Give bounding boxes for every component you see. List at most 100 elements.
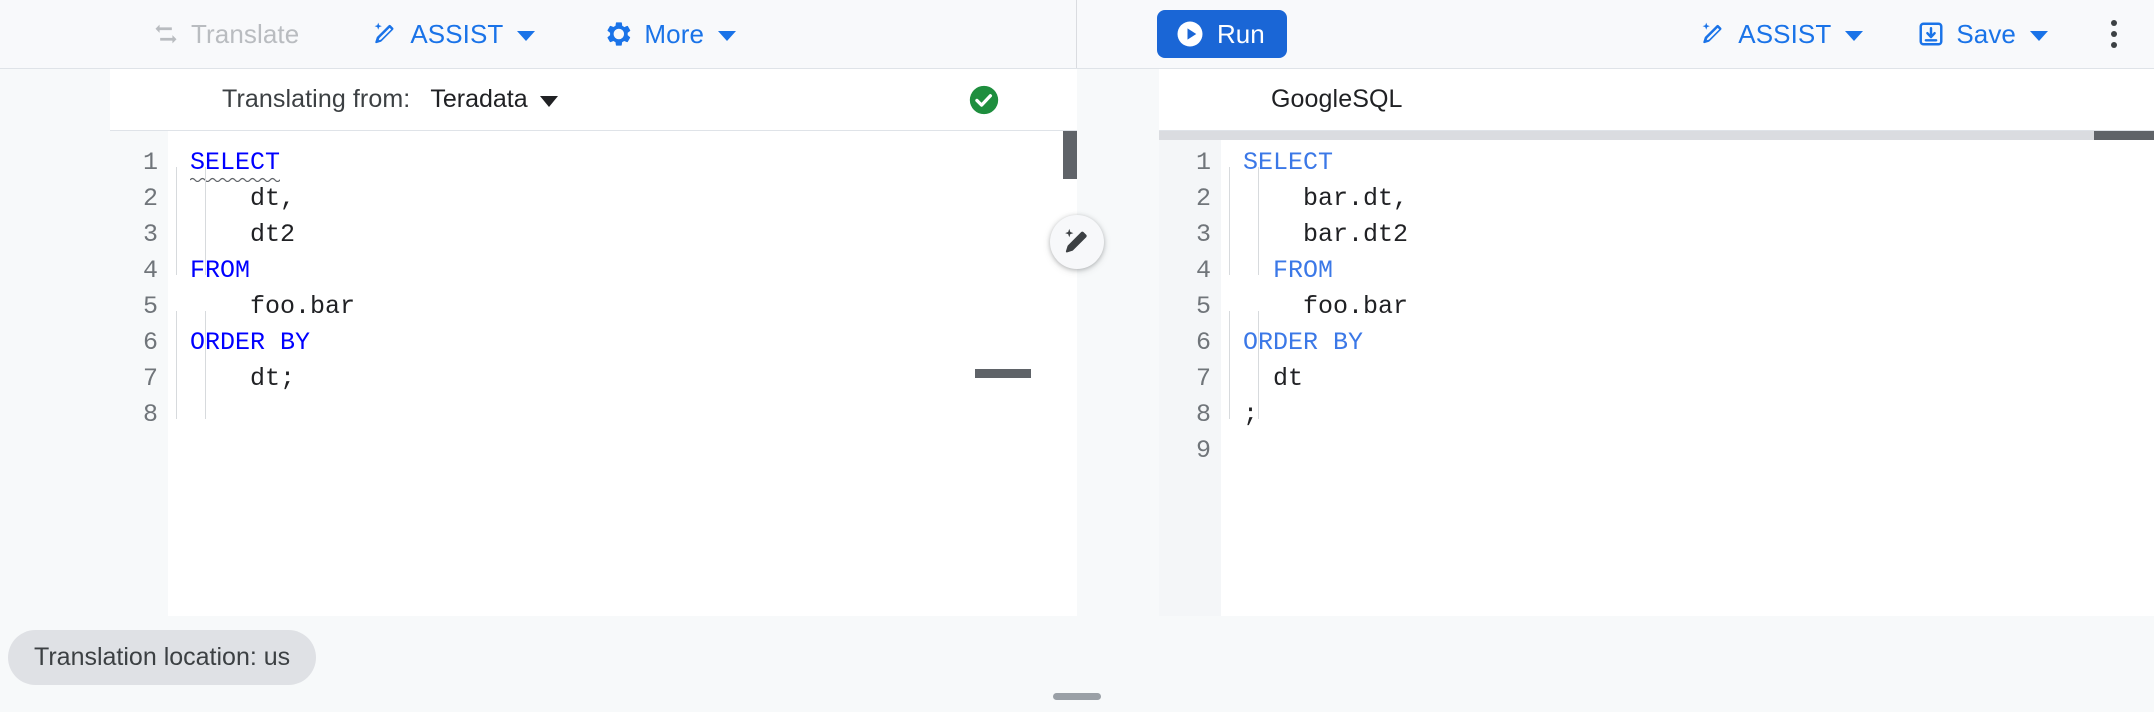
more-button[interactable]: More — [593, 12, 748, 56]
more-button-label: More — [644, 18, 705, 49]
sql-keyword: ORDER BY — [190, 328, 311, 357]
target-language-label: GoogleSQL — [1271, 85, 1403, 113]
kebab-dot — [2111, 42, 2117, 48]
indent-guide — [205, 311, 206, 419]
indent-guide — [1258, 167, 1259, 275]
sql-keyword: FROM — [190, 256, 251, 285]
code-line: dt2 — [190, 217, 1077, 253]
inline-assist-button[interactable] — [1050, 215, 1104, 269]
code-line: bar.dt, — [1243, 181, 2154, 217]
kebab-dot — [2111, 31, 2117, 37]
translation-location-chip: Translation location: us — [8, 630, 317, 685]
line-number: 1 — [142, 148, 158, 177]
line-number: 4 — [142, 256, 158, 285]
code-line: FROM — [1243, 253, 2154, 289]
chevron-down-icon — [539, 96, 558, 107]
magic-wand-icon — [1061, 226, 1093, 258]
line-number: 2 — [142, 184, 158, 213]
sql-text: bar.dt, — [1243, 184, 1409, 213]
source-language-select[interactable]: Teradata — [430, 85, 558, 114]
save-icon — [1917, 20, 1945, 48]
kebab-menu-icon[interactable] — [2090, 10, 2138, 58]
code-line — [1243, 433, 2154, 469]
sql-keyword: FROM — [1243, 256, 1334, 285]
line-number: 2 — [1195, 184, 1211, 213]
line-number: 7 — [1195, 364, 1211, 393]
swap-arrows-icon — [152, 20, 180, 48]
assist-right-button-label: ASSIST — [1738, 18, 1832, 49]
code-line: SELECT — [1243, 145, 2154, 181]
chevron-down-icon — [1845, 30, 1864, 41]
source-pane-header: Translating from: Teradata — [110, 69, 1077, 131]
toolbar-right-actions: ASSIST Save — [1687, 0, 2138, 68]
chevron-down-icon — [517, 30, 536, 41]
code-line: ORDER BY — [1243, 325, 2154, 361]
line-number: 5 — [142, 292, 158, 321]
run-button[interactable]: Run — [1157, 10, 1287, 58]
code-line: SELECT — [190, 145, 1077, 182]
assist-left-button[interactable]: ASSIST — [359, 12, 547, 56]
target-scrollbar-track — [1159, 131, 2154, 140]
code-line: dt — [1243, 361, 2154, 397]
sql-keyword: SELECT — [190, 148, 281, 177]
line-number: 6 — [142, 328, 158, 357]
resize-handle[interactable] — [1053, 693, 1101, 700]
source-horizontal-scrollbar[interactable] — [975, 369, 1031, 378]
magic-wand-icon — [1699, 20, 1727, 48]
translating-from-label: Translating from: — [222, 85, 411, 113]
error-squiggle — [190, 177, 281, 182]
chevron-down-icon — [718, 30, 737, 41]
sql-text: bar.dt2 — [1243, 220, 1409, 249]
line-number: 8 — [142, 400, 158, 429]
target-pane-header: GoogleSQL — [1159, 69, 2154, 131]
line-number: 8 — [1195, 400, 1211, 429]
sql-text: dt; — [190, 364, 296, 393]
line-number: 5 — [1195, 292, 1211, 321]
sql-text: foo.bar — [1243, 292, 1409, 321]
sql-text: dt2 — [190, 220, 296, 249]
footer: Translation location: us — [0, 616, 2154, 712]
status-badge — [967, 83, 1001, 117]
toolbar-left-group: Translate ASSIST — [0, 0, 1077, 68]
indent-guide — [176, 311, 177, 419]
indent-guide — [1229, 347, 1230, 419]
sql-text: dt — [1243, 364, 1304, 393]
source-vertical-scrollbar[interactable] — [1063, 131, 1077, 179]
translate-button[interactable]: Translate — [140, 12, 311, 56]
sql-keyword: SELECT — [1243, 148, 1334, 177]
code-line: ; — [1243, 397, 2154, 433]
sql-text: dt, — [190, 184, 296, 213]
code-line — [190, 397, 1077, 433]
line-number: 4 — [1195, 256, 1211, 285]
play-circle-icon — [1175, 19, 1205, 49]
line-number: 6 — [1195, 328, 1211, 357]
gear-icon — [605, 20, 633, 48]
code-line: ORDER BY — [190, 325, 1077, 361]
indent-guide — [1258, 311, 1259, 419]
line-number: 3 — [142, 220, 158, 249]
sql-text: foo.bar — [190, 292, 356, 321]
indent-guide — [176, 167, 177, 275]
translate-button-label: Translate — [191, 18, 300, 49]
code-line: dt, — [190, 181, 1077, 217]
target-horizontal-scrollbar[interactable] — [2094, 131, 2154, 140]
left-gutter-strip — [0, 69, 110, 616]
indent-guide — [205, 167, 206, 275]
assist-right-button[interactable]: ASSIST — [1687, 12, 1875, 56]
sql-keyword: ORDER BY — [1243, 328, 1364, 357]
chevron-down-icon — [2030, 30, 2048, 41]
magic-wand-icon — [371, 20, 399, 48]
kebab-dot — [2111, 20, 2117, 26]
save-button[interactable]: Save — [1905, 12, 2060, 56]
indent-guide — [1229, 167, 1230, 275]
source-language-value: Teradata — [430, 85, 528, 113]
